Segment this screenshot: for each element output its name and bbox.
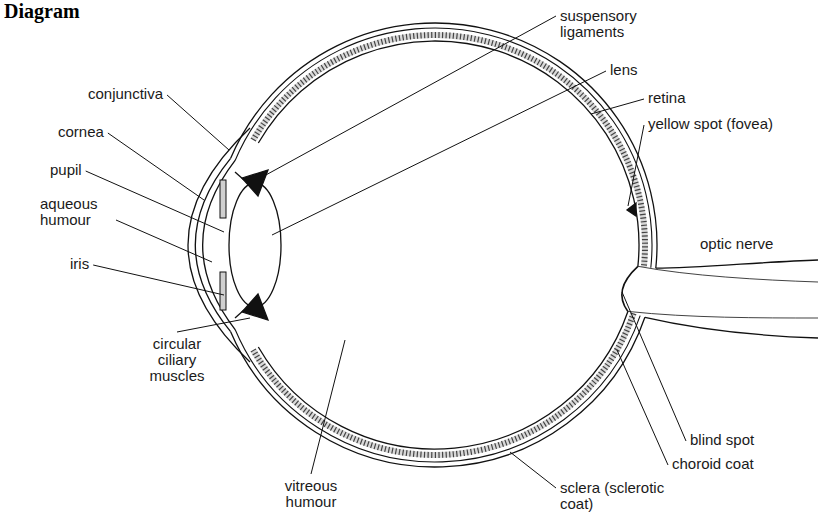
iris-upper [220, 180, 226, 218]
leader-line [617, 350, 668, 465]
leader-line [622, 292, 686, 441]
sclera-inner [235, 28, 652, 268]
leader-line [311, 340, 345, 474]
leader-line [108, 133, 204, 200]
sclera-outer [231, 23, 657, 268]
leader-line [510, 452, 556, 488]
leader-line [591, 99, 644, 114]
eyeball-layers [231, 23, 657, 467]
part-label: blind spot [690, 432, 754, 448]
leader-line [628, 125, 644, 206]
optic-nerve-lower [645, 317, 818, 338]
blind-spot-shape [622, 266, 638, 311]
part-label: aqueous humour [40, 196, 112, 228]
choroid-band [253, 35, 645, 267]
part-label: circular ciliary muscles [138, 336, 216, 384]
lens-shape [229, 183, 281, 307]
leader-line [272, 71, 606, 235]
part-label: optic nerve [700, 236, 773, 252]
part-label: pupil [50, 162, 82, 178]
optic-nerve-upper [656, 260, 818, 268]
leader-line [264, 16, 556, 176]
leader-line [86, 171, 224, 232]
iris-lower [220, 272, 226, 310]
part-label: cornea [58, 124, 104, 140]
ciliary-body-lower [235, 310, 244, 318]
choroid-band [253, 313, 633, 455]
part-label: iris [70, 256, 89, 272]
part-label: retina [648, 90, 686, 106]
cornea-outer [195, 158, 230, 331]
leader-line [93, 265, 224, 295]
ciliary-muscle-upper [242, 170, 268, 196]
optic-nerve-fibre [628, 311, 818, 318]
ciliary-body-upper [235, 172, 244, 180]
title: Diagram [4, 0, 80, 22]
part-label: sclera (sclerotic coat) [560, 480, 685, 512]
optic-nerve-fibre [638, 266, 818, 282]
retina-line [258, 311, 628, 449]
part-label: conjunctiva [88, 86, 163, 102]
choroid-stipple [253, 313, 633, 455]
part-label: choroid coat [672, 456, 754, 472]
part-label: vitreous humour [268, 478, 354, 510]
ciliary-muscle-lower [242, 294, 268, 320]
part-label: yellow spot (fovea) [648, 116, 773, 132]
leader-line [167, 95, 229, 150]
choroid-stipple [253, 35, 645, 267]
part-label: lens [610, 62, 638, 78]
leader-line [177, 318, 250, 332]
part-label: suspensory ligaments [560, 8, 660, 40]
leader-line [116, 220, 212, 262]
